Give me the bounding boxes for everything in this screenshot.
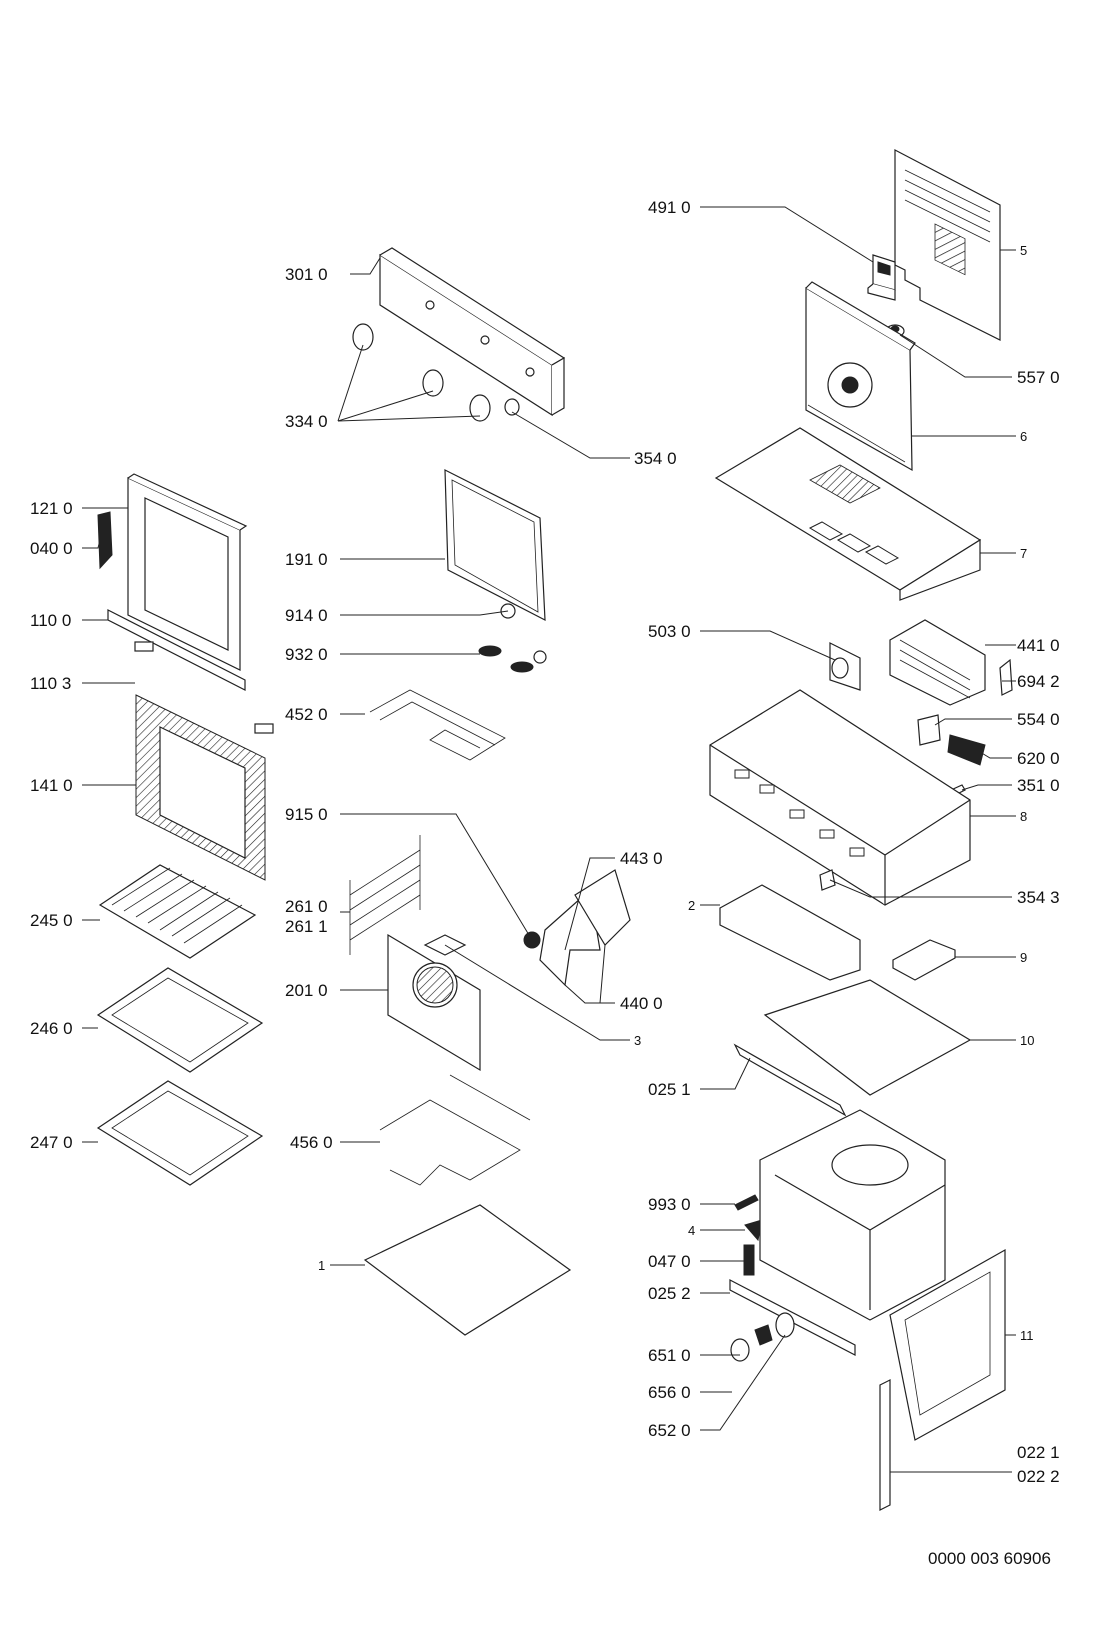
relay-block — [867, 254, 896, 301]
label-993-0: 993 0 — [648, 1195, 691, 1214]
label-8: 8 — [1020, 809, 1027, 824]
drip-tray — [96, 1080, 264, 1186]
label-557-0: 557 0 — [1017, 368, 1060, 387]
label-110-0: 110 0 — [30, 611, 71, 630]
label-201-0: 201 0 — [285, 981, 328, 1000]
side-rail — [879, 1379, 891, 1511]
outer-door-glass — [135, 694, 266, 881]
label-440-0: 440 0 — [620, 994, 663, 1013]
tangential-fan — [889, 619, 1013, 706]
baking-tray — [96, 967, 264, 1073]
inner-door-frame — [127, 473, 248, 671]
door-seal-panel — [444, 469, 546, 622]
door-bottom-strip — [107, 609, 246, 691]
strip-end-caps — [134, 641, 274, 734]
label-110-3: 110 3 — [30, 674, 71, 693]
label-5: 5 — [1020, 243, 1027, 258]
label-261-1: 261 1 — [285, 917, 328, 936]
label-025-2: 025 2 — [648, 1284, 691, 1303]
label-022-1: 022 1 — [1017, 1443, 1060, 1462]
convection-fan — [523, 869, 631, 987]
label-9: 9 — [1020, 950, 1027, 965]
label-354-3: 354 3 — [1017, 888, 1060, 907]
label-915-0: 915 0 — [285, 805, 328, 824]
label-351-0: 351 0 — [1017, 776, 1060, 795]
label-651-0: 651 0 — [648, 1346, 691, 1365]
label-443-0: 443 0 — [620, 849, 663, 868]
label-191-0: 191 0 — [285, 550, 328, 569]
indicator-lens — [504, 398, 520, 416]
label-1: 1 — [318, 1258, 325, 1273]
label-491-0: 491 0 — [648, 198, 691, 217]
lamp-parts — [478, 603, 547, 673]
label-7: 7 — [1020, 546, 1027, 561]
label-022-2: 022 2 — [1017, 1467, 1060, 1486]
control-housing — [709, 689, 971, 906]
label-121-0: 121 0 — [30, 499, 73, 518]
bottom-plate — [363, 1204, 572, 1336]
label-503-0: 503 0 — [648, 622, 691, 641]
base-plate — [733, 979, 972, 1117]
label-932-0: 932 0 — [285, 645, 328, 664]
label-10: 10 — [1020, 1033, 1034, 1048]
label-2: 2 — [688, 898, 695, 913]
top-cover-plate — [714, 427, 982, 601]
label-245-0: 245 0 — [30, 911, 73, 930]
label-452-0: 452 0 — [285, 705, 328, 724]
side-shelf-rack — [349, 835, 421, 955]
oven-cavity — [759, 1109, 946, 1321]
label-441-0: 441 0 — [1017, 636, 1060, 655]
side-panel — [889, 1248, 1006, 1441]
rear-frame — [805, 281, 916, 472]
rear-cover-panel — [894, 149, 1001, 341]
top-heating-element — [369, 689, 506, 761]
support-bracket — [719, 884, 861, 981]
fan-cover-plate — [387, 933, 481, 1072]
small-lens-part — [819, 869, 836, 891]
label-354-0: 354 0 — [634, 449, 677, 468]
label-261-0: 261 0 — [285, 897, 328, 916]
knob-assembly — [730, 1312, 795, 1362]
label-620-0: 620 0 — [1017, 749, 1060, 768]
part-labels: 491 0 5 301 0 557 0 334 0 6 354 0 121 0 … — [30, 198, 1060, 1486]
label-047-0: 047 0 — [648, 1252, 691, 1271]
wire-shelf — [98, 864, 257, 959]
label-694-2: 694 2 — [1017, 672, 1060, 691]
label-246-0: 246 0 — [30, 1019, 73, 1038]
label-334-0: 334 0 — [285, 412, 328, 431]
label-656-0: 656 0 — [648, 1383, 691, 1402]
drawing-number: 0000 003 60906 — [928, 1549, 1051, 1568]
door-hinge — [97, 511, 113, 570]
label-040-0: 040 0 — [30, 539, 73, 558]
label-4: 4 — [688, 1223, 695, 1238]
label-301-0: 301 0 — [285, 265, 328, 284]
label-456-0: 456 0 — [290, 1133, 333, 1152]
label-6: 6 — [1020, 429, 1027, 444]
screw-and-clips — [734, 1194, 763, 1276]
leader-lines — [82, 206, 1016, 1473]
small-bracket — [892, 939, 956, 981]
control-panel-fascia — [379, 247, 566, 417]
label-652-0: 652 0 — [648, 1421, 691, 1440]
cooling-motor — [829, 642, 861, 691]
control-knobs — [352, 323, 491, 422]
label-3: 3 — [634, 1033, 641, 1048]
label-11: 11 — [1020, 1328, 1034, 1343]
bottom-heating-element — [379, 1074, 531, 1186]
label-141-0: 141 0 — [30, 776, 73, 795]
label-025-1: 025 1 — [648, 1080, 691, 1099]
label-247-0: 247 0 — [30, 1133, 73, 1152]
label-554-0: 554 0 — [1017, 710, 1060, 729]
label-914-0: 914 0 — [285, 606, 328, 625]
